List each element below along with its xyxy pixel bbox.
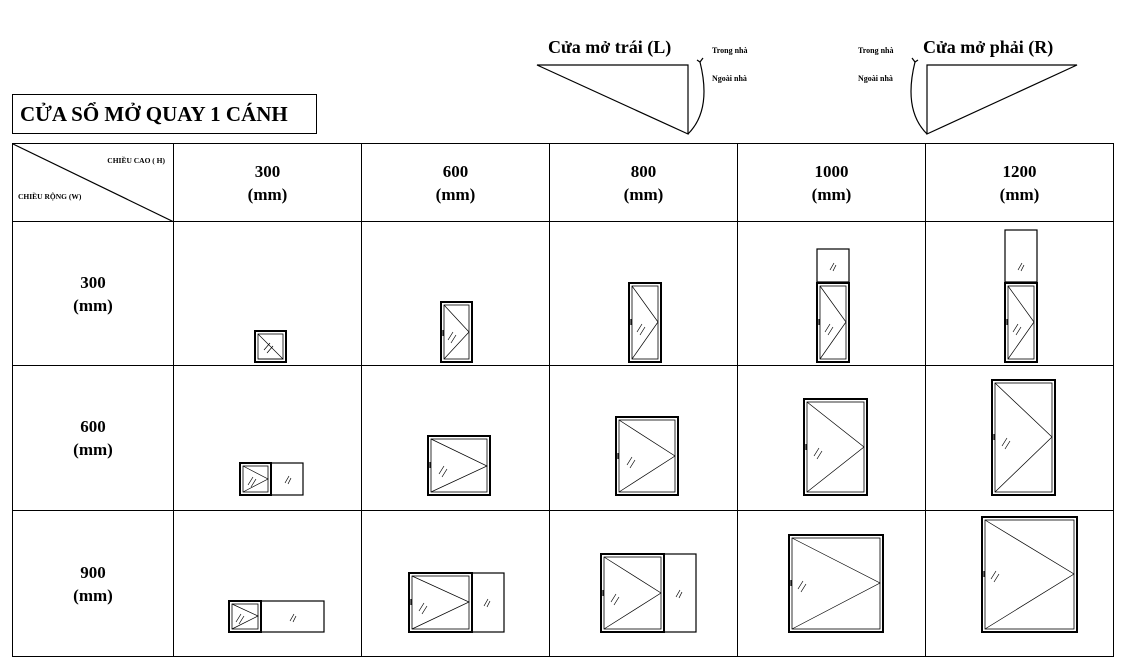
page-title: CỬA SỔ MỞ QUAY 1 CÁNH (20, 102, 288, 126)
window-drawing (1004, 229, 1038, 363)
window-cell (549, 510, 738, 657)
window-drawing (228, 600, 325, 633)
window-cell (361, 221, 550, 366)
left-inside-label: Trong nhà (712, 46, 748, 55)
opening-direction-diagram (536, 57, 1078, 135)
window-drawing (600, 553, 697, 633)
window-drawing (427, 435, 491, 496)
window-cell (737, 510, 926, 657)
column-header: 600(mm) (361, 143, 550, 222)
page-title-box: CỬA SỔ MỞ QUAY 1 CÁNH (12, 94, 317, 134)
column-header: 300(mm) (173, 143, 362, 222)
table-row: 900(mm) (12, 510, 1114, 657)
window-drawing (408, 572, 505, 633)
right-opening-label: Cửa mở phải (R) (923, 37, 1054, 57)
window-cell (173, 221, 362, 366)
row-header: 300(mm) (12, 221, 174, 366)
window-cell (549, 221, 738, 366)
window-size-table: CHIỀU CAO ( H) CHIỀU RỘNG (W) 300(mm) 60… (12, 143, 1114, 657)
window-drawing (991, 379, 1056, 496)
window-cell (925, 365, 1114, 511)
window-drawing (440, 301, 473, 363)
window-cell (737, 221, 926, 366)
row-header: 600(mm) (12, 365, 174, 511)
right-swing-arc (910, 61, 928, 135)
left-opening-label: Cửa mở trái (L) (548, 37, 672, 57)
window-cell (737, 365, 926, 511)
corner-cell: CHIỀU CAO ( H) CHIỀU RỘNG (W) (12, 143, 174, 222)
width-axis-label: CHIỀU RỘNG (W) (18, 192, 82, 201)
window-cell (173, 365, 362, 511)
window-drawing (788, 534, 884, 633)
window-drawing (628, 282, 662, 363)
right-opening-symbol (926, 64, 1078, 135)
left-swing-arc (687, 61, 705, 135)
height-axis-label: CHIỀU CAO ( H) (107, 156, 165, 165)
window-drawing (816, 248, 850, 363)
window-drawing (254, 330, 287, 363)
right-inside-label: Trong nhà (858, 46, 894, 55)
window-cell (173, 510, 362, 657)
left-opening-symbol (536, 64, 689, 135)
window-drawing (615, 416, 679, 496)
column-header: 1000(mm) (737, 143, 926, 222)
corner-diagonal (13, 144, 174, 222)
column-header: 800(mm) (549, 143, 738, 222)
table-row: 600(mm) (12, 365, 1114, 511)
column-header: 1200(mm) (925, 143, 1114, 222)
window-cell (549, 365, 738, 511)
window-cell (361, 365, 550, 511)
row-header: 900(mm) (12, 510, 174, 657)
window-cell (925, 510, 1114, 657)
window-cell (925, 221, 1114, 366)
table-row: 300(mm) (12, 221, 1114, 366)
left-outside-label: Ngoài nhà (712, 74, 747, 83)
window-drawing (981, 516, 1078, 633)
window-drawing (803, 398, 868, 496)
right-outside-label: Ngoài nhà (858, 74, 893, 83)
window-cell (361, 510, 550, 657)
window-drawing (239, 462, 304, 496)
header-row: CHIỀU CAO ( H) CHIỀU RỘNG (W) 300(mm) 60… (12, 143, 1114, 222)
